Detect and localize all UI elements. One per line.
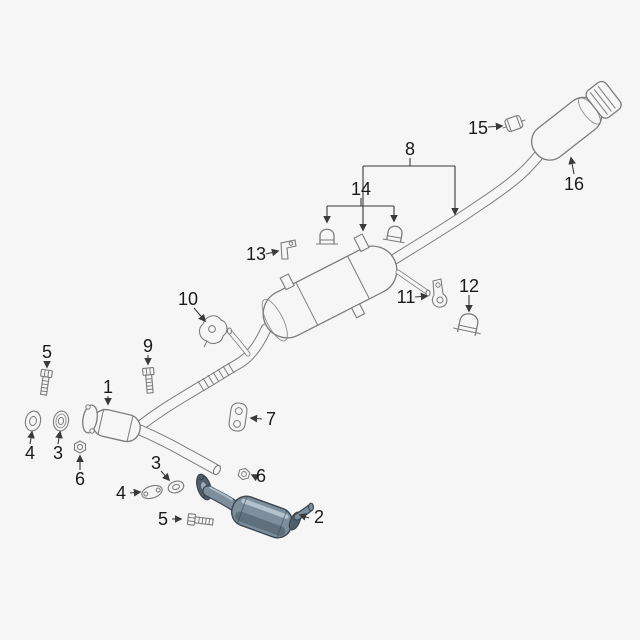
callout-14: 14 xyxy=(351,179,371,199)
leader-line-4 xyxy=(27,430,35,445)
tailpipe-drawing xyxy=(387,149,545,266)
artwork-layer xyxy=(23,80,622,539)
callout-1: 1 xyxy=(103,377,113,397)
clamp-12-drawing xyxy=(453,313,481,336)
bolt-9-drawing xyxy=(141,366,157,394)
clamp-14b-drawing xyxy=(382,223,408,244)
leader-line-3 xyxy=(160,470,171,482)
nut-6-rear-drawing xyxy=(236,466,252,482)
callout-13: 13 xyxy=(246,244,266,264)
y-branch-pipe-drawing xyxy=(134,424,222,476)
leader-line-7 xyxy=(249,414,263,423)
bracket-13-drawing xyxy=(280,239,297,260)
leader-line-10 xyxy=(193,307,206,323)
leader-layer xyxy=(27,122,576,523)
callout-15: 15 xyxy=(468,118,488,138)
callout-2: 2 xyxy=(314,507,324,527)
bolt-5-front-drawing xyxy=(37,368,53,397)
hanger-10-drawing xyxy=(198,315,228,348)
callout-3-rear: 3 xyxy=(151,453,161,473)
gasket-4-front-drawing xyxy=(23,409,43,433)
front-hanger-rod-drawing xyxy=(226,327,251,357)
featured-part-2-drawing xyxy=(196,473,314,539)
callout-10: 10 xyxy=(178,289,198,309)
leader-line-2 xyxy=(298,513,310,521)
leader-line-11 xyxy=(414,292,429,301)
callout-7: 7 xyxy=(266,409,276,429)
leader-line-6 xyxy=(250,474,260,482)
muffler-drawing xyxy=(261,233,398,342)
front-converter-drawing xyxy=(82,404,141,443)
gasket-3-rear-drawing xyxy=(167,480,185,494)
leader-line-3 xyxy=(55,430,63,445)
hanger-11-drawing xyxy=(431,278,448,308)
callout-11: 11 xyxy=(397,287,416,307)
callout-5-rear: 5 xyxy=(158,509,168,529)
leader-line-4 xyxy=(129,488,142,497)
callout-3-front: 3 xyxy=(53,443,63,463)
flex-section-hatch xyxy=(197,362,235,392)
clamp-14a-drawing xyxy=(315,228,339,245)
nut-6-front-drawing xyxy=(73,440,87,454)
hanger-7-drawing xyxy=(228,402,248,432)
leader-line-15 xyxy=(487,122,504,131)
callout-12: 12 xyxy=(459,276,479,296)
rear-muffler-drawing xyxy=(530,80,622,161)
clip-15-drawing xyxy=(502,114,526,133)
callout-6-rear: 6 xyxy=(256,466,266,486)
bolt-5-rear-drawing xyxy=(186,512,215,529)
flange-4-rear-drawing xyxy=(141,484,163,500)
callout-16: 16 xyxy=(564,174,584,194)
leader-line-13 xyxy=(265,248,280,257)
front-pipe-drawing xyxy=(134,323,272,432)
gasket-3-front-drawing xyxy=(52,410,70,432)
callout-6-front: 6 xyxy=(75,469,85,489)
callout-4-front: 4 xyxy=(25,443,35,463)
callout-4-rear: 4 xyxy=(116,483,126,503)
callout-9: 9 xyxy=(143,336,153,356)
leader-line-16 xyxy=(568,156,576,175)
callout-8: 8 xyxy=(405,139,415,159)
callout-5-front: 5 xyxy=(42,342,52,362)
